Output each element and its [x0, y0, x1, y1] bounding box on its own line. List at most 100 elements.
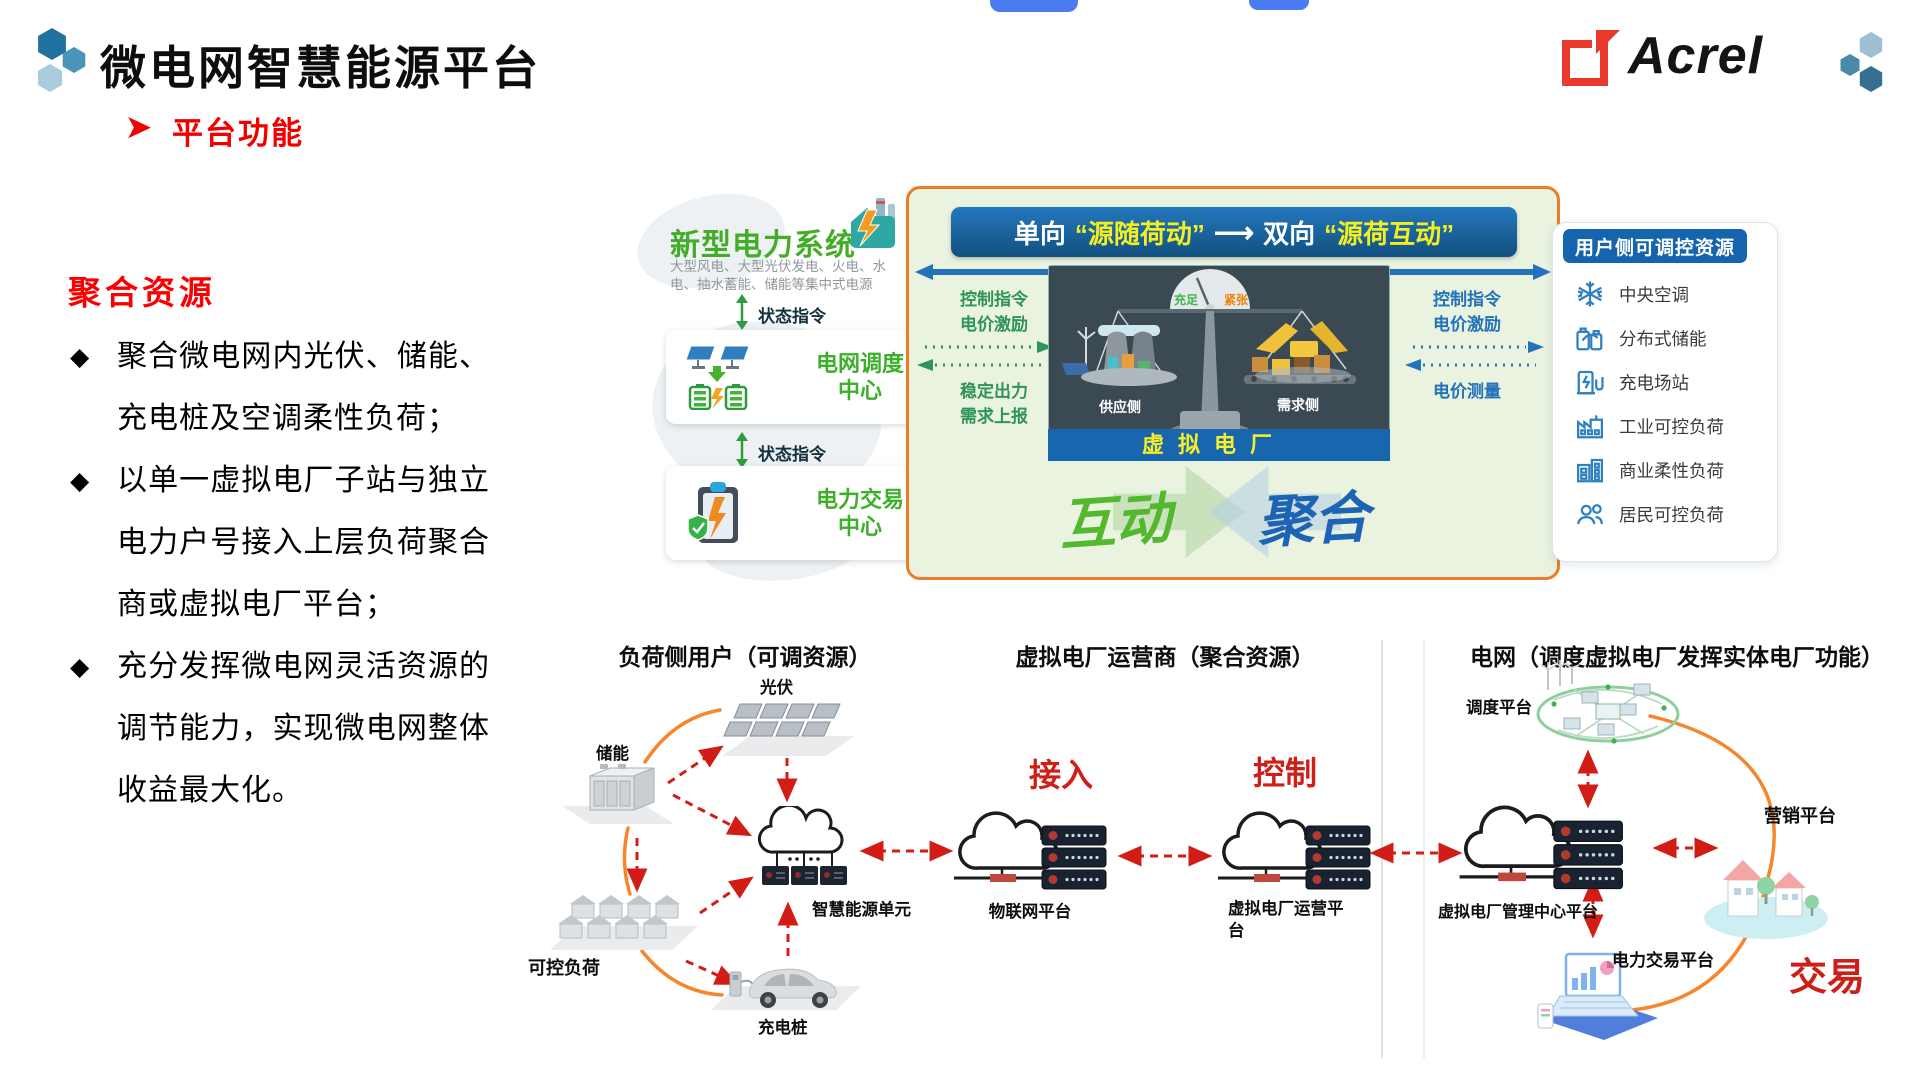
resource-label: 中央空调	[1619, 284, 1689, 305]
list-item: ◆ 充分发挥微电网灵活资源的调节能力，实现微电网整体收益最大化。	[70, 636, 490, 822]
dispatch-platform-label: 调度平台	[1466, 699, 1532, 717]
gauge-tight-label: 紧张	[1224, 292, 1249, 307]
left-flow-labels: 稳定出力 需求上报	[960, 382, 1028, 426]
bullet-text: 充分发挥微电网灵活资源的调节能力，实现微电网整体收益最大化。	[117, 650, 490, 807]
smart-energy-unit-illustration	[757, 806, 847, 885]
status-command-label: 状态指令	[758, 307, 826, 326]
left-flow-labels: 控制指令 电价激励	[960, 290, 1028, 334]
energy-storage-illustration	[562, 764, 674, 824]
resource-item: 居民可控负荷	[1575, 499, 1724, 529]
supply-side-label: 供应侧	[1098, 399, 1141, 415]
dotted-arrow-left-icon	[917, 359, 1045, 371]
section-title-load-side: 负荷侧用户（可调资源）	[618, 644, 872, 670]
houses-illustration	[550, 895, 698, 950]
resources-panel-header: 用户侧可调控资源	[1563, 229, 1747, 263]
trade-flow-label: 交易	[1788, 957, 1865, 999]
bullet-list: ◆ 聚合微电网内光伏、储能、充电桩及空调柔性负荷； ◆ 以单一虚拟电厂子站与独立…	[70, 326, 490, 822]
dispatch-platform-illustration	[1536, 660, 1680, 744]
bullet-text: 以单一虚拟电厂子站与独立电力户号接入上层负荷聚合商或虚拟电厂平台；	[117, 464, 490, 621]
grid-dispatch-center-label: 电网调度中心	[815, 351, 904, 403]
factory-icon	[1577, 415, 1603, 439]
virtual-power-plant-caption: 虚拟电厂	[1142, 432, 1286, 457]
residents-icon	[1577, 504, 1603, 525]
marketing-platform-illustration	[1704, 860, 1828, 939]
list-item: ◆ 以单一虚拟电厂子站与独立电力户号接入上层负荷聚合商或虚拟电厂平台；	[70, 450, 490, 636]
dotted-arrow-right-icon	[925, 341, 1053, 353]
vpp-operation-platform-label: 虚拟电厂运营平台	[1228, 900, 1344, 940]
charging-pile-label: 充电桩	[758, 1019, 808, 1037]
diamond-bullet-icon: ◆	[70, 342, 90, 371]
status-command-label: 状态指令	[758, 445, 826, 464]
power-plant-icon	[851, 198, 895, 248]
dotted-arrow-left-icon	[1405, 359, 1536, 371]
brand-name: Acrel	[1628, 27, 1764, 85]
trading-clipboard-icon	[687, 482, 738, 543]
list-item: ◆ 聚合微电网内光伏、储能、充电桩及空调柔性负荷；	[70, 326, 490, 450]
bullet-text: 聚合微电网内光伏、储能、充电桩及空调柔性负荷；	[117, 340, 490, 435]
resource-label: 充电场站	[1619, 372, 1689, 393]
marketing-platform-label: 营销平台	[1764, 806, 1836, 826]
snowflake-icon	[1577, 281, 1603, 307]
gauge-sufficient-label: 充足	[1174, 292, 1198, 307]
pv-label: 光伏	[760, 679, 793, 697]
top-decoration-pill	[990, 0, 1078, 12]
ev-charging-illustration	[711, 968, 861, 1010]
transition-banner: 单向 “源随荷动” ⟶ 双向 “源荷互动”	[951, 207, 1517, 257]
battery-icon	[1576, 327, 1603, 351]
banner-quote: “源随荷动”	[1074, 218, 1205, 249]
resource-label: 商业柔性负荷	[1619, 460, 1724, 481]
diamond-bullet-icon: ◆	[70, 652, 90, 681]
new-power-system-title: 新型电力系统	[670, 229, 856, 262]
solar-panels-illustration	[722, 703, 854, 756]
resource-item: 分布式储能	[1575, 323, 1707, 353]
page-title: 微电网智慧能源平台	[100, 42, 541, 94]
vpp-management-platform-label: 虚拟电厂管理中心平台	[1438, 904, 1599, 921]
power-trading-center-box: 电力交易中心	[666, 466, 928, 560]
left-heading: 聚合资源	[68, 276, 216, 312]
resource-item: 中央空调	[1575, 279, 1689, 309]
banner-text: 双向	[1263, 218, 1316, 249]
interaction-word: 互动	[1057, 485, 1174, 559]
updown-arrow-icon	[736, 294, 748, 330]
smart-energy-unit-label: 智慧能源单元	[812, 901, 911, 919]
section-title-grid: 电网（调度虚拟电厂发挥实体电厂功能）	[1470, 644, 1884, 670]
diamond-bullet-icon: ◆	[70, 466, 90, 495]
iot-platform-label: 物联网平台	[988, 903, 1072, 921]
charging-station-icon	[1576, 370, 1604, 395]
iot-platform-illustration	[954, 811, 1107, 890]
dotted-arrow-right-icon	[1413, 341, 1544, 353]
acrel-logo-icon	[1562, 30, 1620, 86]
solar-battery-icon	[685, 345, 750, 410]
section-title-vpp-operator: 虚拟电厂运营商（聚合资源）	[1015, 644, 1315, 670]
right-arrow-icon: ⟶	[1213, 216, 1255, 248]
grid-dispatch-center-box: 电网调度中心	[666, 330, 928, 424]
right-flow-labels: 电价测量	[1433, 382, 1501, 401]
demand-side-label: 需求侧	[1277, 397, 1319, 413]
resource-item: 商业柔性负荷	[1575, 455, 1724, 485]
resource-label: 分布式储能	[1619, 328, 1707, 349]
commercial-building-icon	[1577, 458, 1603, 483]
resource-label: 居民可控负荷	[1619, 504, 1724, 525]
banner-text: 单向	[1013, 218, 1066, 249]
new-power-system-desc: 大型风电、大型光伏发电、火电、水电、抽水蓄能、储能等集中式电源	[670, 259, 886, 292]
storage-label: 储能	[596, 745, 629, 763]
vpp-management-platform-illustration	[1459, 805, 1623, 890]
resource-label: 工业可控负荷	[1619, 416, 1724, 437]
right-flow-labels: 控制指令 电价激励	[1433, 290, 1501, 334]
hexagon-cluster-icon	[1840, 32, 1883, 92]
power-trading-platform-label: 电力交易平台	[1612, 951, 1714, 970]
banner-quote: “源荷互动”	[1324, 218, 1455, 249]
power-trading-center-label: 电力交易中心	[815, 487, 904, 539]
updown-arrow-icon	[736, 432, 748, 468]
power-trading-platform-illustration	[1537, 952, 1658, 1040]
hexagon-cluster-icon	[37, 28, 86, 92]
control-flow-label: 控制	[1252, 755, 1317, 791]
resource-item: 充电场站	[1575, 367, 1689, 397]
resource-item: 工业可控负荷	[1575, 411, 1724, 441]
top-decoration-pill	[1249, 0, 1309, 10]
vpp-panel: 单向 “源随荷动” ⟶ 双向 “源荷互动” 控制指令 电价激励 稳定出力 需求上…	[906, 186, 1560, 580]
vpp-balance-scale-illustration: 充足 紧张	[1048, 265, 1390, 461]
controllable-load-label: 可控负荷	[528, 958, 600, 978]
arrow-bullet-icon: ➤	[126, 111, 152, 144]
